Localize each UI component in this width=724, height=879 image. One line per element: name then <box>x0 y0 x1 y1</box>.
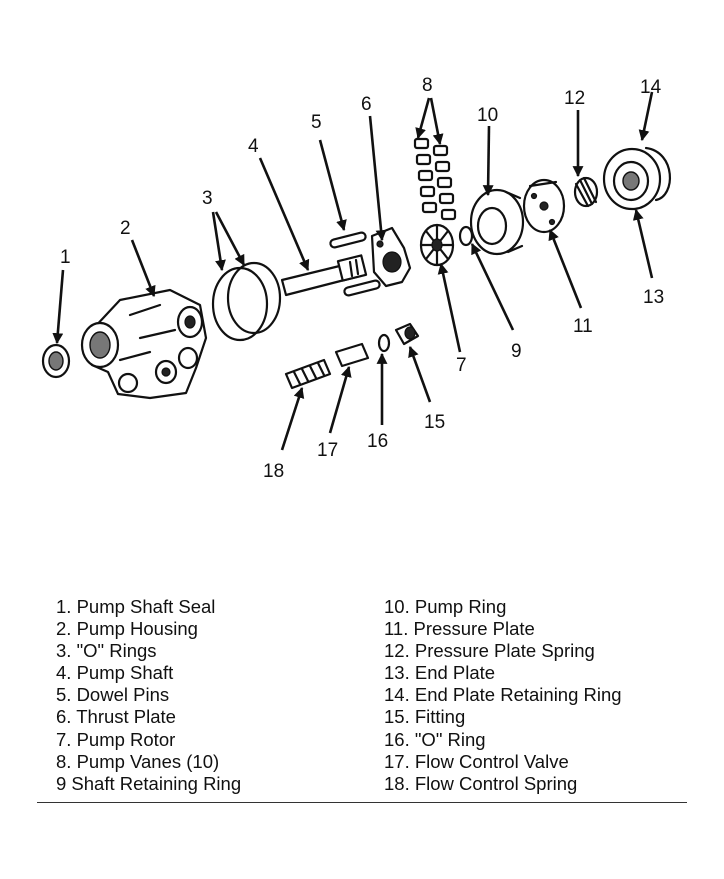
arrow-17 <box>328 365 352 434</box>
callout-9: 9 <box>511 341 522 362</box>
callout-arrows <box>52 91 654 451</box>
callout-11: 11 <box>573 316 593 337</box>
arrow-10 <box>482 125 494 197</box>
legend-item: 14. End Plate Retaining Ring <box>384 684 622 706</box>
legend-item: 17. Flow Control Valve <box>384 750 569 772</box>
arrow-8a <box>415 97 431 140</box>
arrow-2 <box>130 239 156 298</box>
part-fitting <box>394 322 420 346</box>
legend-item: 18. Flow Control Spring <box>384 772 578 794</box>
legend-item: 11. Pressure Plate <box>384 618 535 640</box>
part-flow-control-spring <box>284 358 332 390</box>
callout-12: 12 <box>564 88 585 109</box>
part-o-rings <box>211 261 282 342</box>
part-flow-control-valve <box>334 342 370 368</box>
legend-right-column: 10. Pump Ring 11. Pressure Plate 12. Pre… <box>384 596 622 795</box>
arrow-6 <box>368 115 387 242</box>
legend-item: 4. Pump Shaft <box>56 662 174 684</box>
part-shaft-retaining-ring <box>458 225 474 247</box>
legend-item: 12. Pressure Plate Spring <box>384 640 595 662</box>
part-dowel-pins <box>329 231 381 297</box>
part-pressure-plate-spring <box>573 176 599 208</box>
legend-item: 8. Pump Vanes (10) <box>56 750 220 772</box>
callout-4: 4 <box>248 136 259 157</box>
part-pump-vanes <box>413 137 457 221</box>
part-pump-shaft <box>280 254 368 297</box>
callout-14: 14 <box>640 77 662 98</box>
callout-7: 7 <box>456 355 467 376</box>
arrow-7 <box>437 262 462 353</box>
callout-13: 13 <box>643 287 664 308</box>
legend-left-column: 1. Pump Shaft Seal 2. Pump Housing 3. "O… <box>56 596 241 795</box>
arrow-3a <box>211 211 226 272</box>
callout-6: 6 <box>361 94 372 115</box>
arrow-8b <box>429 97 444 146</box>
legend-item: 6. Thrust Plate <box>56 706 176 728</box>
arrow-5 <box>318 139 347 232</box>
exploded-pump-diagram: 1 2 3 4 5 6 7 8 9 10 11 12 13 14 15 16 1… <box>41 75 671 482</box>
part-end-plate-retaining-ring <box>644 146 671 202</box>
legend-item: 7. Pump Rotor <box>56 728 176 750</box>
part-pump-rotor <box>419 223 455 267</box>
callout-17: 17 <box>317 440 338 461</box>
arrow-11 <box>548 228 583 309</box>
callout-8: 8 <box>422 75 433 96</box>
legend-item: 2. Pump Housing <box>56 618 198 640</box>
part-pump-housing <box>80 288 208 400</box>
arrow-14 <box>638 91 654 142</box>
arrow-15 <box>408 345 432 403</box>
callout-labels: 1 2 3 4 5 6 7 8 9 10 11 12 13 14 15 16 1… <box>60 75 664 482</box>
arrow-13 <box>632 208 654 279</box>
arrow-3b <box>214 211 246 266</box>
legend-item: 9 Shaft Retaining Ring <box>56 772 242 794</box>
callout-1: 1 <box>60 247 71 268</box>
arrow-4 <box>258 157 310 272</box>
legend-item: 5. Dowel Pins <box>56 684 170 706</box>
callout-5: 5 <box>311 112 322 133</box>
legend-item: 1. Pump Shaft Seal <box>56 596 216 617</box>
legend-item: 10. Pump Ring <box>384 596 507 617</box>
legend-item: 3. "O" Rings <box>56 640 157 662</box>
part-pump-ring <box>469 188 525 256</box>
legend-item: 13. End Plate <box>384 662 496 684</box>
part-thrust-plate <box>370 226 412 288</box>
callout-16: 16 <box>367 431 388 452</box>
callout-10: 10 <box>477 105 498 126</box>
bottom-divider <box>37 802 687 803</box>
arrow-1 <box>52 269 65 345</box>
part-pump-shaft-seal <box>41 343 71 379</box>
callout-3: 3 <box>202 188 213 209</box>
legend-item: 16. "O" Ring <box>384 728 486 750</box>
part-end-plate <box>602 147 662 211</box>
callout-18: 18 <box>263 461 284 482</box>
legend-item: 15. Fitting <box>384 706 466 728</box>
callout-15: 15 <box>424 412 445 433</box>
part-pressure-plate <box>522 178 566 234</box>
part-o-ring-small <box>377 333 391 353</box>
arrow-9 <box>470 243 515 331</box>
callout-2: 2 <box>120 218 131 239</box>
arrow-18 <box>280 386 305 451</box>
